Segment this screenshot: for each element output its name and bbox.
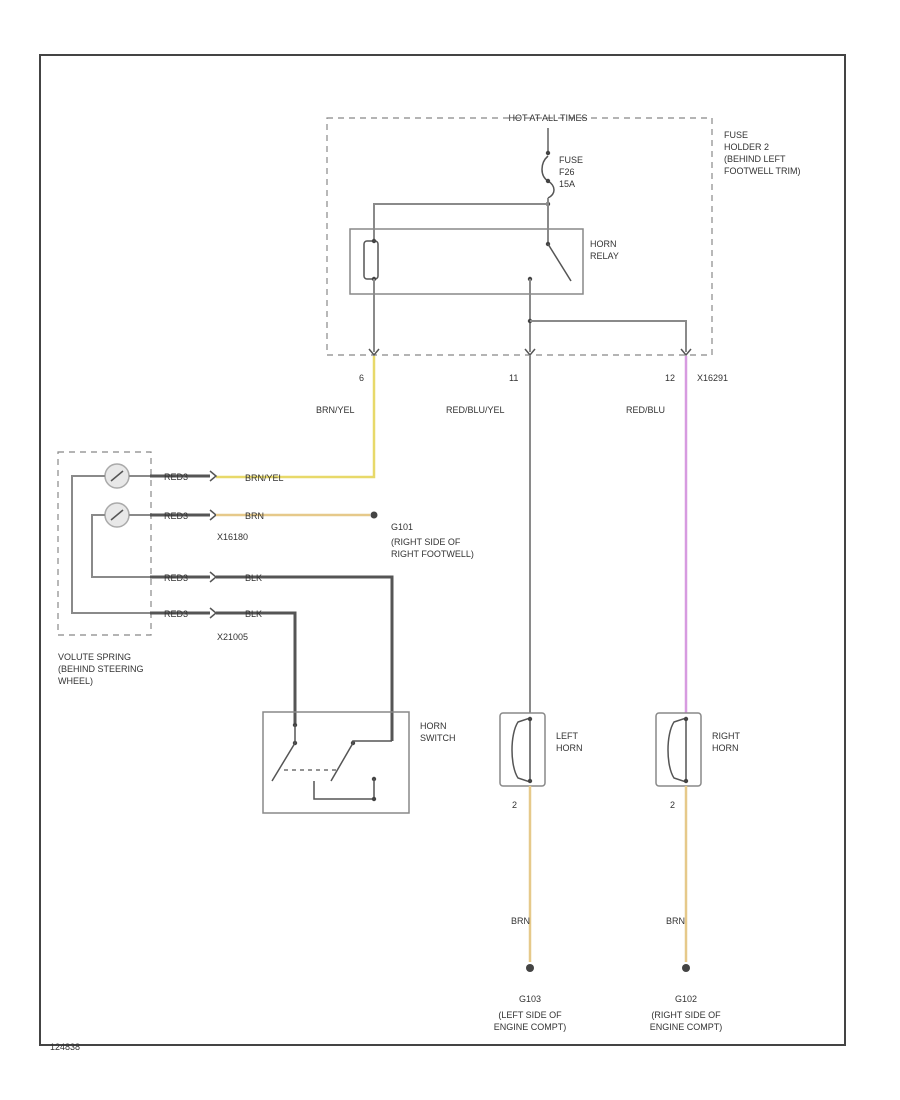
volute-spring-coil-2-mark: [110, 509, 124, 521]
ground-g103-label: G103: [519, 994, 541, 1004]
ground-g102-icon: [682, 964, 690, 972]
left-horn-label-2: HORN: [556, 743, 583, 753]
blk-wire-1-label: BLK: [245, 573, 262, 583]
terminal-11-label: 11: [509, 373, 518, 383]
terminal-6-icon: [368, 348, 380, 357]
horn-relay-label-2: RELAY: [590, 251, 619, 261]
relay-coil-top-contact: [371, 238, 377, 244]
volute-spring-label-1: VOLUTE SPRING: [58, 652, 131, 662]
horn-switch-lead-2: [352, 740, 392, 743]
brn-yel-wire-label: BRN/YEL: [316, 405, 355, 415]
terminal-12-icon: [680, 348, 692, 357]
ground-g103-icon: [526, 964, 534, 972]
terminal-6-label: 6: [359, 373, 364, 383]
volute-internal-loop-2: [71, 475, 150, 614]
hot-at-all-times-label: HOT AT ALL TIMES: [508, 113, 587, 123]
right-horn-box: [655, 712, 702, 787]
pin-tag-4: RED3: [164, 609, 188, 619]
ground-g102-location-2: ENGINE COMPT): [650, 1022, 723, 1032]
connector-pin-3-icon: [209, 571, 218, 583]
ground-g102-location-1: (RIGHT SIDE OF: [651, 1010, 721, 1020]
pin-tag-2: RED3: [164, 511, 188, 521]
fuse-holder-label-4: FOOTWELL TRIM): [724, 166, 801, 176]
blk-horn-switch-wire-1: [216, 575, 394, 741]
horn-switch-blade-1-icon: [271, 742, 296, 782]
pin-tag-1: RED3: [164, 472, 188, 482]
ground-g101-icon: [370, 511, 378, 519]
right-horn-ground-wire-label: BRN: [666, 916, 685, 926]
pin-tag-3: RED3: [164, 573, 188, 583]
ground-g103-location-2: ENGINE COMPT): [494, 1022, 567, 1032]
terminal-12-label: 12: [665, 373, 675, 383]
relay-coil-icon: [363, 240, 379, 280]
fuse-icon: [541, 155, 555, 199]
volute-spring-coil-1-mark: [110, 470, 124, 482]
relay-switch-blade-icon: [547, 243, 572, 282]
volute-internal-loop-1: [91, 514, 150, 578]
right-horn-contact-bottom: [683, 778, 689, 784]
right-horn-label-1: RIGHT: [712, 731, 741, 741]
fuse-label-1: FUSE: [559, 155, 583, 165]
ground-g101-location-2: RIGHT FOOTWELL): [391, 549, 474, 559]
horn-switch-label-2: SWITCH: [420, 733, 456, 743]
left-horn-icon: [511, 716, 531, 784]
left-horn-contact-bottom: [527, 778, 533, 784]
horn-switch-contact-5: [371, 796, 377, 802]
relay-coil-feed-wire: [373, 198, 549, 241]
volute-spring-label-2: (BEHIND STEERING: [58, 664, 144, 674]
right-horn-icon: [667, 716, 687, 784]
connector-pin-1-icon: [209, 470, 218, 482]
brn-yel-horn-relay-wire: [216, 356, 376, 479]
horn-relay-label-1: HORN: [590, 239, 617, 249]
left-horn-pin-label: 2: [512, 800, 517, 810]
horn-switch-label-1: HORN: [420, 721, 447, 731]
left-horn-contact-top: [527, 716, 533, 722]
fuse-holder-label-3: (BEHIND LEFT: [724, 154, 786, 164]
fuse-holder-outline: [326, 117, 713, 356]
horn-relay-box: [349, 228, 584, 295]
terminal-11-icon: [524, 348, 536, 357]
left-horn-label-1: LEFT: [556, 731, 579, 741]
ground-g101-label: G101: [391, 522, 413, 532]
volute-spring-outline: [57, 451, 152, 636]
ground-g102-label: G102: [675, 994, 697, 1004]
left-horn-ground-wire-label: BRN: [511, 916, 530, 926]
horn-switch-box: [262, 711, 410, 814]
horn-switch-blade-2-icon: [330, 742, 354, 782]
right-horn-pin-label: 2: [670, 800, 675, 810]
figure-id: 124838: [50, 1042, 80, 1052]
right-horn-label-2: HORN: [712, 743, 739, 753]
connector-x21005-label: X21005: [217, 632, 248, 642]
brn-ground-wire-label: BRN: [245, 511, 264, 521]
connector-pin-4-icon: [209, 607, 218, 619]
brn-yel-horizontal-label: BRN/YEL: [245, 473, 284, 483]
fuse-contact-top: [545, 150, 551, 156]
red-blu-wire-label: RED/BLU: [626, 405, 665, 415]
volute-spring-label-3: WHEEL): [58, 676, 93, 686]
connector-pin-2-icon: [209, 509, 218, 521]
right-horn-contact-top: [683, 716, 689, 722]
left-horn-box: [499, 712, 546, 787]
ground-g103-location-1: (LEFT SIDE OF: [498, 1010, 562, 1020]
fuse-holder-label-2: HOLDER 2: [724, 142, 769, 152]
blk-wire-2-label: BLK: [245, 609, 262, 619]
fuse-label-3: 15A: [559, 179, 575, 189]
right-horn-branch-wire: [530, 320, 687, 352]
fuse-contact-mid: [545, 178, 551, 184]
diagram-frame: [39, 54, 846, 1046]
red-blu-yel-wire-label: RED/BLU/YEL: [446, 405, 505, 415]
fuse-holder-label-1: FUSE: [724, 130, 748, 140]
horn-switch-lead-3: [313, 779, 375, 800]
connector-x16180-label: X16180: [217, 532, 248, 542]
ground-g101-location-1: (RIGHT SIDE OF: [391, 537, 461, 547]
terminal-12-connector-label: X16291: [697, 373, 728, 383]
blk-horn-switch-wire-2: [216, 611, 297, 725]
fuse-label-2: F26: [559, 167, 575, 177]
